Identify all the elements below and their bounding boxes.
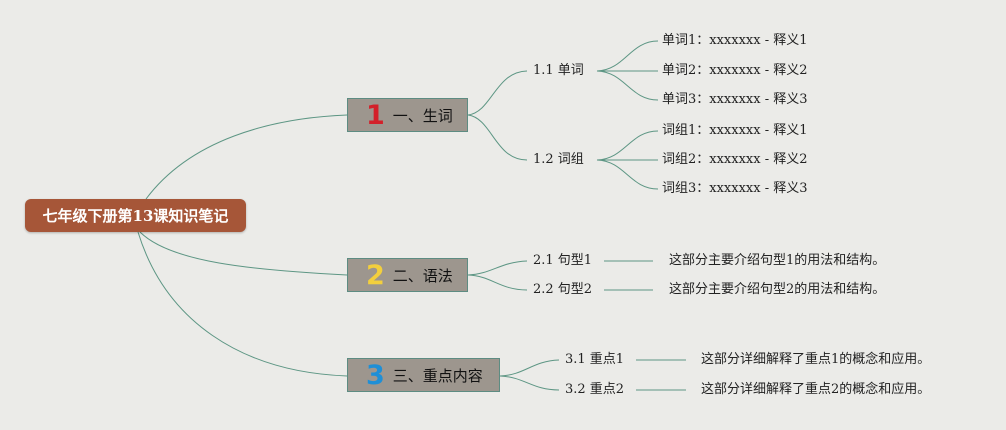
section-label: 三、重点内容 [392, 366, 483, 385]
phrase-item-2[interactable]: 词组2：xxxxxxx - 释义2 [662, 152, 808, 167]
section-vocabulary[interactable]: 1 一、生词 [347, 98, 468, 132]
section-number-2: 2 [366, 259, 385, 291]
section-label: 一、生词 [392, 106, 453, 125]
topic-pattern-2[interactable]: 2.2 句型2 [533, 282, 593, 297]
root-node[interactable]: 七年级下册第13课知识笔记 [25, 199, 246, 232]
topic-pattern-2-desc[interactable]: 这部分主要介绍句型2的用法和结构。 [669, 282, 886, 297]
phrase-item-3[interactable]: 词组3：xxxxxxx - 释义3 [662, 181, 808, 196]
topic-key-point-1-desc[interactable]: 这部分详细解释了重点1的概念和应用。 [701, 352, 931, 367]
topic-words[interactable]: 1.1 单词 [533, 63, 584, 78]
section-number-1: 1 [366, 99, 385, 131]
section-label: 二、语法 [392, 266, 453, 285]
topic-key-point-2[interactable]: 3.2 重点2 [565, 382, 625, 397]
word-item-2[interactable]: 单词2：xxxxxxx - 释义2 [662, 63, 808, 78]
topic-phrases[interactable]: 1.2 词组 [533, 152, 584, 167]
topic-key-point-1[interactable]: 3.1 重点1 [565, 352, 625, 367]
section-grammar[interactable]: 2 二、语法 [347, 258, 468, 292]
word-item-3[interactable]: 单词3：xxxxxxx - 释义3 [662, 92, 808, 107]
topic-pattern-1[interactable]: 2.1 句型1 [533, 253, 593, 268]
topic-pattern-1-desc[interactable]: 这部分主要介绍句型1的用法和结构。 [669, 253, 886, 268]
section-key-points[interactable]: 3 三、重点内容 [347, 358, 500, 392]
section-number-3: 3 [366, 359, 385, 391]
word-item-1[interactable]: 单词1：xxxxxxx - 释义1 [662, 33, 808, 48]
phrase-item-1[interactable]: 词组1：xxxxxxx - 释义1 [662, 123, 808, 138]
topic-key-point-2-desc[interactable]: 这部分详细解释了重点2的概念和应用。 [701, 382, 931, 397]
